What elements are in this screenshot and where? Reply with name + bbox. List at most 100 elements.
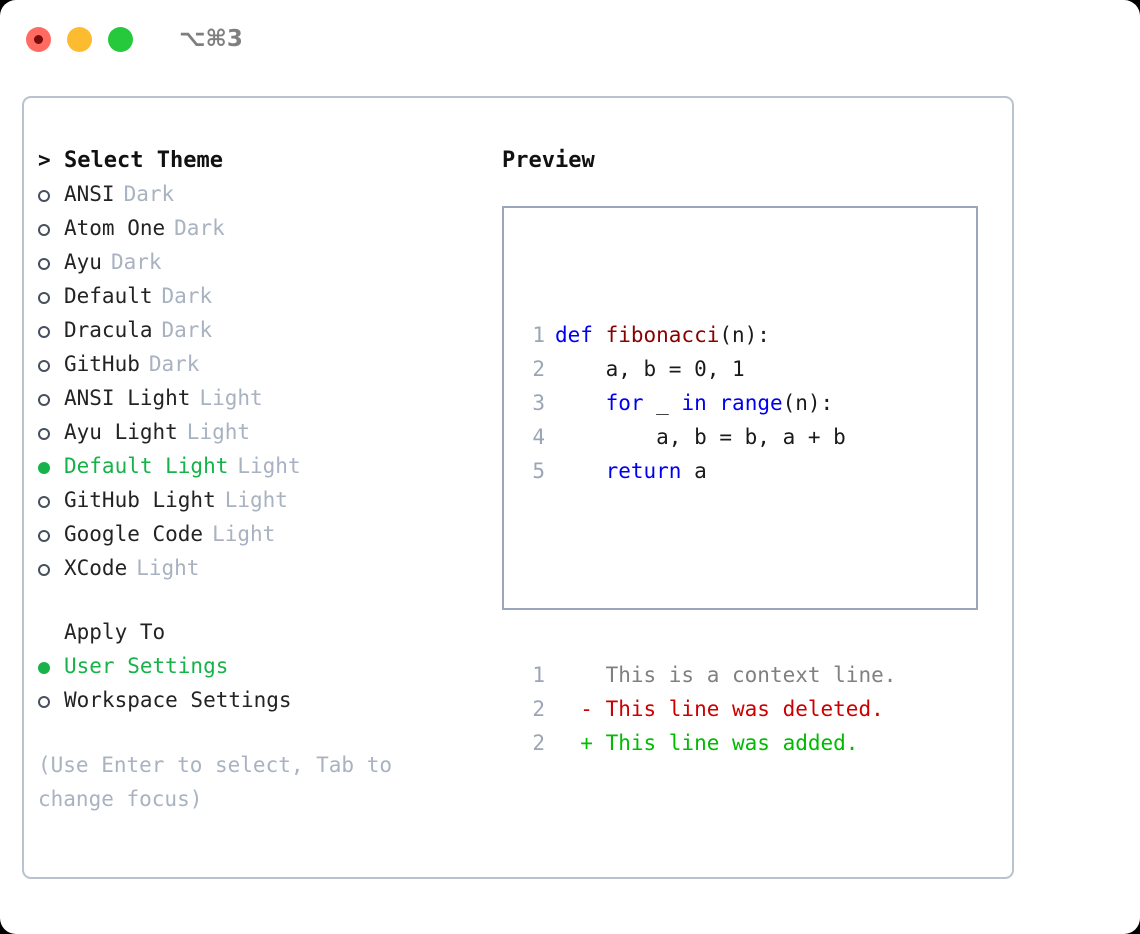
theme-option-row[interactable]: Default Light Light — [38, 454, 478, 488]
theme-option-row[interactable]: ANSI Dark — [38, 182, 478, 216]
theme-variant-tag: Light — [212, 522, 276, 546]
diff-line: 1 This is a context line. — [519, 658, 896, 692]
theme-option-row[interactable]: ANSI Light Light — [38, 386, 478, 420]
code-line-text: for _ in range(n): — [555, 386, 834, 420]
theme-option-name: ANSI Light — [64, 386, 191, 410]
diff-marker-add: + — [555, 731, 606, 755]
apply-to-title: Apply To — [64, 620, 166, 644]
diff-marker-del: - — [555, 697, 606, 721]
maximize-button[interactable] — [108, 26, 133, 52]
keyboard-hint-text: (Use Enter to select, Tab to change focu… — [38, 753, 393, 811]
window-titlebar: ⌥⌘3 — [0, 0, 1140, 78]
theme-option-row[interactable]: Ayu Dark — [38, 250, 478, 284]
code-line-text: return a — [555, 454, 707, 488]
code-token-plain: a, b = b, a + b — [555, 425, 846, 449]
diff-line-body: - This line was deleted. — [555, 692, 884, 726]
theme-variant-tag: Dark — [174, 216, 225, 240]
diff-line-text: This is a context line. — [605, 663, 897, 687]
theme-option-name: ANSI — [64, 182, 115, 206]
code-line: 5 return a — [519, 454, 896, 488]
diff-line-number: 2 — [532, 697, 545, 721]
theme-option-name: Default — [64, 284, 153, 308]
theme-option-row[interactable]: Dracula Dark — [38, 318, 478, 352]
apply-to-option-row[interactable]: User Settings — [38, 654, 478, 688]
diff-line: 2 + This line was added. — [519, 726, 896, 760]
prompt-caret-icon: > — [38, 148, 51, 172]
theme-variant-tag: Dark — [110, 250, 162, 274]
code-token-kw: def — [555, 323, 606, 347]
code-line: 2 a, b = 0, 1 — [519, 352, 896, 386]
code-token-plain: a — [681, 459, 707, 483]
code-line: 3 for _ in range(n): — [519, 386, 896, 420]
diff-line: 2 - This line was deleted. — [519, 692, 896, 726]
code-line-number: 3 — [532, 391, 545, 415]
theme-variant-tag: Dark — [123, 182, 175, 206]
theme-variant-tag: Dark — [148, 352, 200, 376]
code-token-plain — [555, 459, 606, 483]
theme-option-name: Ayu — [64, 250, 102, 274]
code-token-kw: for — [605, 391, 644, 415]
theme-variant-tag: Light — [199, 386, 263, 410]
code-line-number: 1 — [532, 323, 545, 347]
code-line-text: a, b = 0, 1 — [555, 352, 745, 386]
code-token-kw: range — [719, 391, 783, 415]
diff-line-text: This line was deleted. — [605, 697, 884, 721]
theme-variant-tag: Light — [136, 556, 200, 580]
theme-variant-tag: Light — [237, 454, 301, 478]
diff-line-number: 1 — [532, 663, 545, 687]
code-line-number: 2 — [532, 357, 545, 381]
theme-option-row[interactable]: Atom One Dark — [38, 216, 478, 250]
code-diff-spacer — [519, 556, 896, 590]
apply-to-option-label: User Settings — [64, 654, 229, 678]
code-token-kw: in — [681, 391, 707, 415]
diff-line-body: This is a context line. — [555, 658, 897, 692]
theme-option-row[interactable]: GitHub Light Light — [38, 488, 478, 522]
section-spacer — [38, 590, 478, 620]
theme-option-row[interactable]: Ayu Light Light — [38, 420, 478, 454]
theme-option-name: Atom One — [64, 216, 166, 240]
theme-variant-tag: Dark — [161, 284, 213, 308]
code-token-plain — [555, 391, 606, 415]
code-token-plain: (n): — [782, 391, 834, 415]
theme-option-name: Default Light — [64, 454, 229, 478]
theme-option-row[interactable]: Google Code Light — [38, 522, 478, 556]
code-line-text: def fibonacci(n): — [555, 318, 770, 352]
diff-line-number: 2 — [532, 731, 545, 755]
code-line: 4 a, b = b, a + b — [519, 420, 896, 454]
theme-variant-tag: Light — [224, 488, 288, 512]
code-token-plain: (n): — [719, 323, 770, 347]
diff-line-body: + This line was added. — [555, 726, 858, 760]
code-line-text: a, b = b, a + b — [555, 420, 846, 454]
theme-variant-tag: Light — [186, 420, 251, 444]
theme-variant-tag: Dark — [161, 318, 213, 342]
code-token-fn: fibonacci — [605, 323, 720, 347]
diff-line-text: This line was added. — [605, 731, 859, 755]
theme-option-row[interactable]: Default Dark — [38, 284, 478, 318]
theme-option-name: Dracula — [64, 318, 153, 342]
code-token-plain: _ — [643, 391, 682, 415]
apply-to-option-label: Workspace Settings — [64, 688, 292, 712]
code-token-plain — [707, 391, 720, 415]
apply-to-header: Apply To — [38, 620, 478, 654]
apply-to-option-row[interactable]: Workspace Settings — [38, 688, 478, 722]
apply-to-indent-spacer — [38, 620, 64, 644]
theme-option-name: Google Code — [64, 522, 204, 546]
close-button[interactable] — [26, 26, 51, 52]
minimize-button[interactable] — [67, 26, 92, 52]
theme-option-row[interactable]: XCode Light — [38, 556, 478, 590]
theme-option-name: Ayu Light — [64, 420, 178, 444]
code-token-kw: return — [605, 459, 682, 483]
theme-option-name: GitHub Light — [64, 488, 216, 512]
theme-option-name: XCode — [64, 556, 128, 580]
preview-title: Preview — [502, 148, 595, 173]
diff-sample-lines: 1 This is a context line.2 - This line w… — [519, 658, 896, 760]
